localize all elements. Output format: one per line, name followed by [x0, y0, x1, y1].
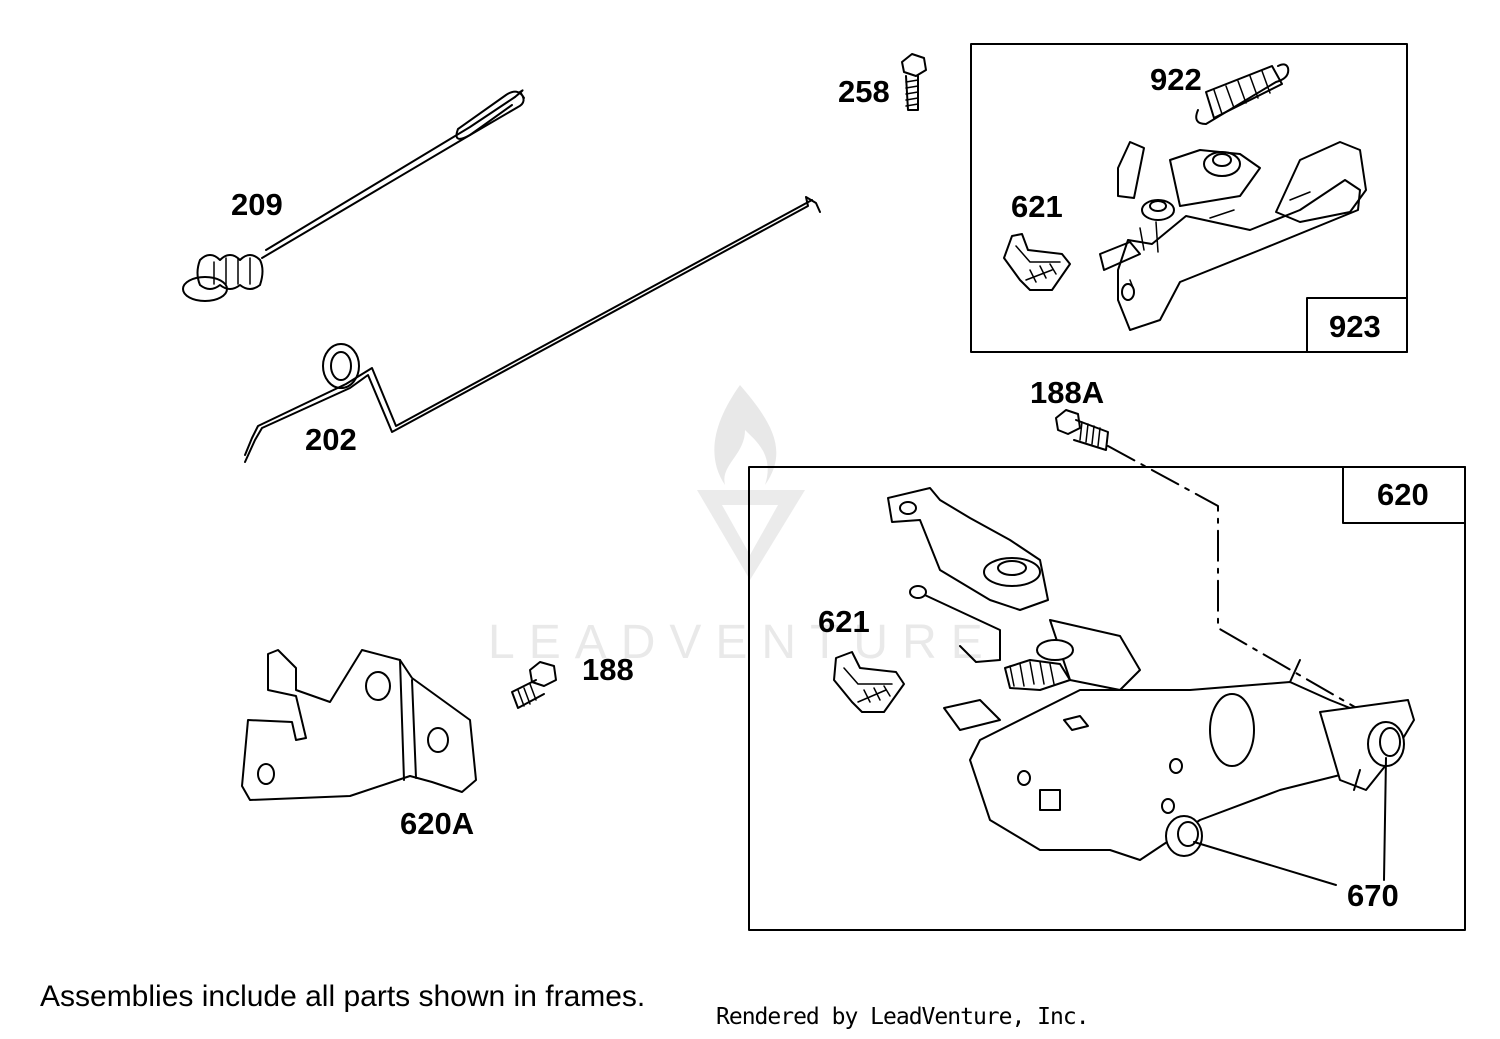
part-923-governor-assembly — [1099, 141, 1367, 331]
frame-923-tag — [1306, 297, 1408, 353]
part-188-screw — [511, 661, 557, 709]
label-621-top: 621 — [1011, 189, 1063, 224]
part-922-spring — [1195, 63, 1290, 125]
render-credit: Rendered by LeadVenture, Inc. — [716, 1004, 1090, 1030]
frame-620-tag — [1342, 466, 1466, 524]
leader-670-a — [1193, 841, 1337, 886]
part-188A-bolt — [1055, 409, 1361, 711]
label-923: 923 — [1329, 309, 1381, 344]
part-620-control-bracket — [887, 487, 1415, 861]
label-670: 670 — [1347, 878, 1399, 913]
part-258-screw — [901, 53, 927, 111]
leader-670-b — [1383, 757, 1387, 881]
label-620A: 620A — [400, 806, 474, 841]
part-621-clip-bottom — [833, 651, 905, 713]
label-209: 209 — [231, 187, 283, 222]
label-621-bottom: 621 — [818, 604, 870, 639]
frame-923 — [970, 43, 1408, 353]
part-621-clip-top — [1003, 233, 1071, 291]
frame-620 — [748, 466, 1466, 931]
label-620: 620 — [1377, 477, 1429, 512]
assemblies-note: Assemblies include all parts shown in fr… — [40, 980, 646, 1013]
part-202-rod — [244, 196, 821, 463]
part-209-spring — [182, 89, 525, 302]
part-620A-bracket — [241, 649, 477, 801]
leadventure-flame-logo — [714, 385, 777, 485]
label-188: 188 — [582, 652, 634, 687]
label-258: 258 — [838, 74, 890, 109]
watermark: LEADVENTURE — [488, 385, 997, 669]
label-188A: 188A — [1030, 375, 1104, 410]
label-922: 922 — [1150, 62, 1202, 97]
label-202: 202 — [305, 422, 357, 457]
watermark-text: LEADVENTURE — [488, 616, 997, 669]
